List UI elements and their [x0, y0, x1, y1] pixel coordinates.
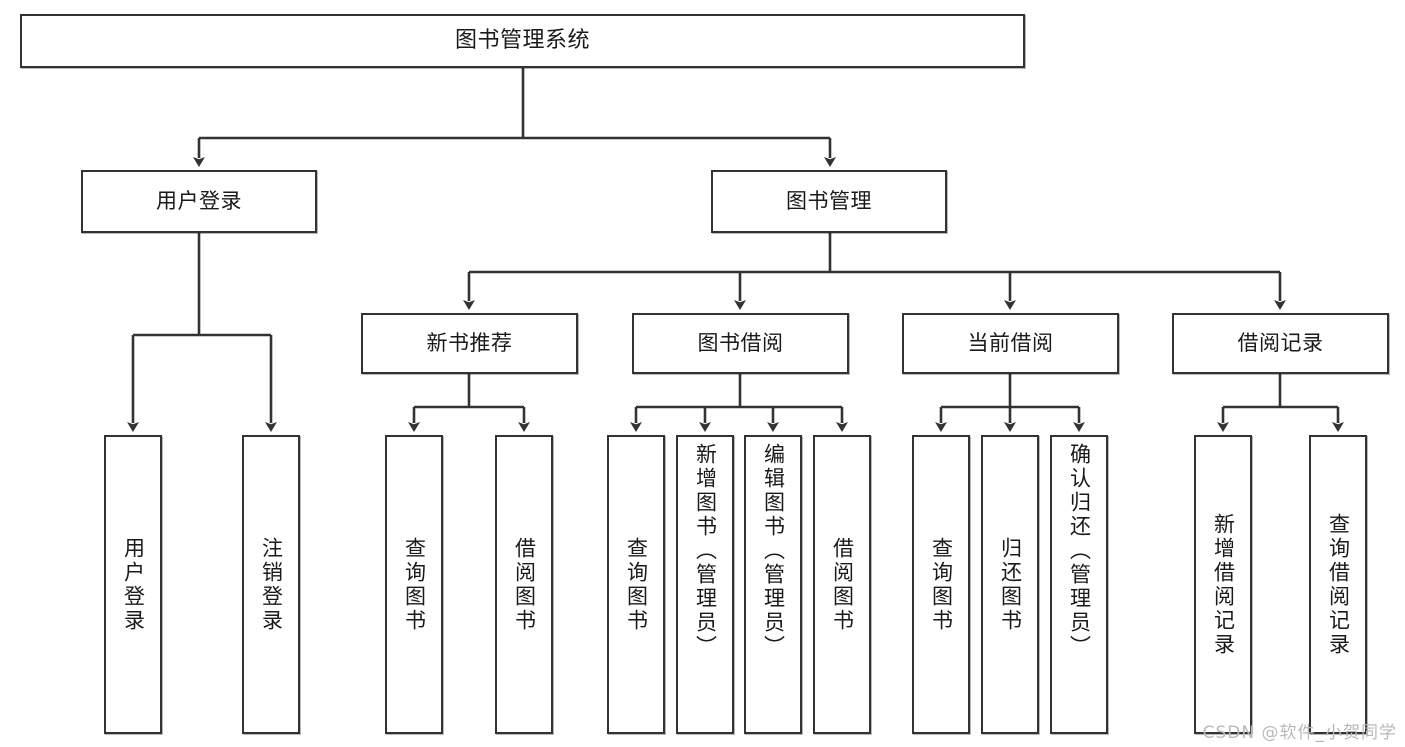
leaf-return-book[interactable]: 归还图书 — [981, 435, 1039, 734]
node-label: 借阅记录 — [1237, 331, 1324, 356]
leaf-add-book[interactable]: 新增图书（管理员） — [676, 435, 734, 734]
node-label: 查询图书 — [929, 536, 954, 633]
node-label: 新增图书（管理员） — [693, 443, 718, 659]
node-root-system[interactable]: 图书管理系统 — [20, 14, 1025, 68]
leaf-add-record[interactable]: 新增借阅记录 — [1194, 435, 1252, 734]
node-label: 新增借阅记录 — [1211, 512, 1236, 657]
leaf-edit-book[interactable]: 编辑图书（管理员） — [744, 435, 802, 734]
leaf-query-book-1[interactable]: 查询图书 — [385, 435, 443, 734]
leaf-borrow-book-2[interactable]: 借阅图书 — [813, 435, 871, 734]
leaf-query-book-3[interactable]: 查询图书 — [912, 435, 970, 734]
watermark-text: CSDN @软件_小贺同学 — [1202, 723, 1397, 743]
node-label: 查询图书 — [624, 536, 649, 633]
node-label: 注销登录 — [259, 536, 284, 633]
leaf-user-login[interactable]: 用户登录 — [104, 435, 162, 734]
node-new-book-recommend[interactable]: 新书推荐 — [361, 313, 578, 374]
node-label: 查询借阅记录 — [1326, 512, 1351, 657]
leaf-query-record[interactable]: 查询借阅记录 — [1309, 435, 1367, 734]
node-label: 图书管理系统 — [454, 28, 590, 54]
node-label: 用户登录 — [121, 536, 146, 633]
node-label: 图书借阅 — [697, 331, 784, 356]
node-borrow-record[interactable]: 借阅记录 — [1172, 313, 1389, 374]
node-label: 确认归还（管理员） — [1067, 443, 1092, 659]
node-book-manage[interactable]: 图书管理 — [711, 170, 947, 233]
node-label: 借阅图书 — [830, 536, 855, 633]
node-label: 新书推荐 — [426, 331, 513, 356]
node-label: 用户登录 — [156, 189, 242, 214]
leaf-query-book-2[interactable]: 查询图书 — [607, 435, 665, 734]
node-current-borrow[interactable]: 当前借阅 — [902, 313, 1119, 374]
node-label: 查询图书 — [402, 536, 427, 633]
leaf-borrow-book-1[interactable]: 借阅图书 — [495, 435, 553, 734]
node-label: 编辑图书（管理员） — [761, 443, 786, 659]
node-label: 图书管理 — [786, 189, 872, 214]
leaf-confirm-return[interactable]: 确认归还（管理员） — [1050, 435, 1108, 734]
node-label: 借阅图书 — [512, 536, 537, 633]
node-book-borrow[interactable]: 图书借阅 — [632, 313, 849, 374]
node-label: 归还图书 — [998, 536, 1023, 633]
node-label: 当前借阅 — [967, 331, 1054, 356]
leaf-logout-login[interactable]: 注销登录 — [242, 435, 300, 734]
node-user-login[interactable]: 用户登录 — [81, 170, 317, 233]
